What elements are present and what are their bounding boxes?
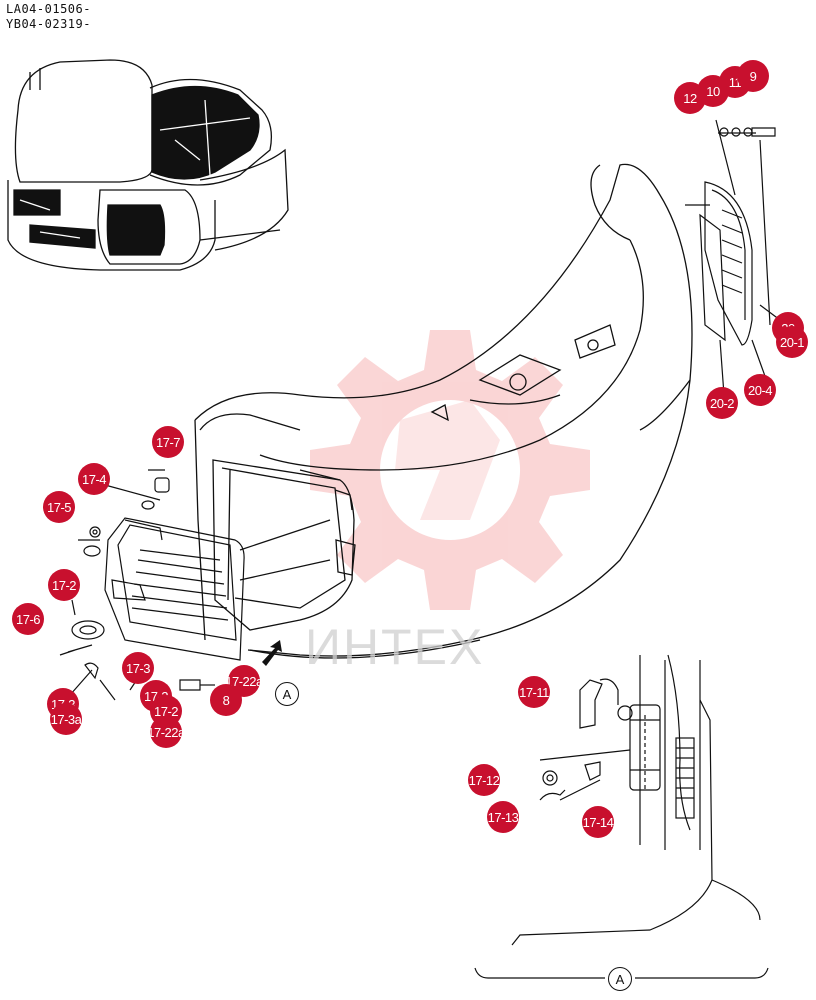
callout-17-7[interactable]: 17-7	[152, 426, 184, 458]
callout-17-11[interactable]: 17-11	[518, 676, 550, 708]
counterweight-body	[194, 163, 693, 659]
serial-range-1: LA04-01506-	[6, 2, 91, 16]
callout-17-13[interactable]: 17-13	[487, 801, 519, 833]
callout-17-3a[interactable]: 17-3a	[50, 703, 82, 735]
callout-20-4[interactable]: 20-4	[744, 374, 776, 406]
watermark-text: ИНТЕХ	[305, 619, 485, 675]
callout-8[interactable]: 8	[210, 684, 242, 716]
callout-17-14[interactable]: 17-14	[582, 806, 614, 838]
machine-overview	[7, 59, 289, 271]
view-arrow-icon	[262, 640, 282, 666]
callout-17-22a[interactable]: 17-22a	[150, 716, 182, 748]
callout-17-3[interactable]: 17-3	[122, 652, 154, 684]
detail-a-label: A	[608, 967, 632, 991]
serial-range-2: YB04-02319-	[6, 17, 91, 31]
callout-9[interactable]: 9	[737, 60, 769, 92]
detail-a-inset	[474, 654, 769, 979]
callout-17-12[interactable]: 17-12	[468, 764, 500, 796]
side-grille-assembly	[685, 119, 781, 396]
callout-17-5[interactable]: 17-5	[43, 491, 75, 523]
callout-20-2[interactable]: 20-2	[706, 387, 738, 419]
callout-17-6[interactable]: 17-6	[12, 603, 44, 635]
callout-20-1[interactable]: 20-1	[776, 326, 808, 358]
callout-17-4[interactable]: 17-4	[78, 463, 110, 495]
watermark-gear-icon	[310, 330, 590, 610]
callout-17-2[interactable]: 17-2	[48, 569, 80, 601]
view-a-marker: A	[275, 682, 299, 706]
